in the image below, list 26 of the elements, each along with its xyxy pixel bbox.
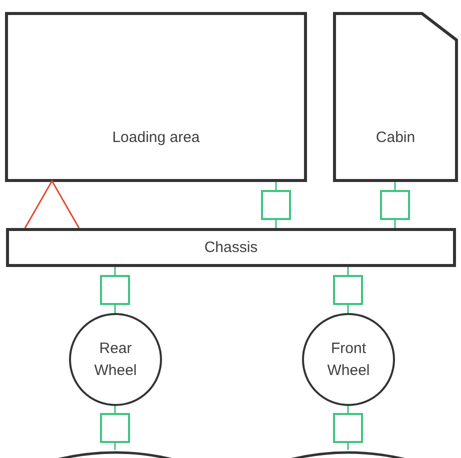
connector-line (394, 220, 396, 228)
connector-line (114, 267, 116, 275)
node-label: Rear Wheel (93, 338, 138, 380)
node-label: Front Wheel (326, 338, 371, 380)
node-label: Chassis (204, 238, 258, 258)
connector-line (347, 443, 349, 450)
joint-square (333, 413, 363, 443)
connector-line (275, 182, 277, 190)
joint-square (100, 413, 130, 443)
connector-line (114, 305, 116, 313)
connector-line (347, 406, 349, 413)
joint-square (100, 275, 130, 305)
connector-line (114, 406, 116, 413)
loading-area-box (5, 12, 307, 182)
node-label: Loading area (112, 128, 200, 148)
cabin-shape (333, 12, 458, 182)
node-label: Cabin (376, 128, 416, 148)
joint-square (333, 275, 363, 305)
joint-square (261, 190, 291, 220)
chassis-bar (6, 228, 456, 267)
connector-line (347, 267, 349, 275)
joint-square (380, 190, 410, 220)
connector-line (394, 182, 396, 190)
connector-line (114, 443, 116, 450)
connector-line (347, 305, 349, 313)
connector-line (275, 220, 277, 228)
